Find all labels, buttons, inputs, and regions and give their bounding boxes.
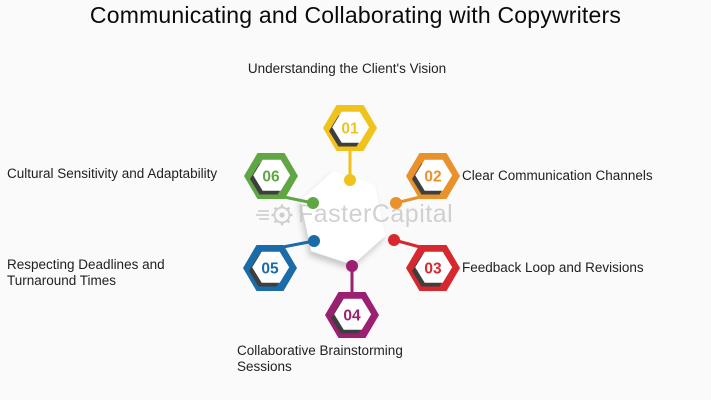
step-label-06: Cultural Sensitivity and Adaptability: [7, 166, 218, 181]
step-hexagon-02: 02: [390, 153, 460, 209]
step-number-05: 05: [261, 261, 279, 278]
connector-dot-03: [388, 234, 400, 246]
hex-face-03: [415, 251, 453, 283]
step-label-01: Understanding the Client's Vision: [247, 61, 447, 76]
step-label-02: Clear Communication Channels: [462, 168, 653, 183]
connector-dot-04: [346, 260, 358, 272]
step-hexagon-05: 05: [243, 235, 320, 291]
step-number-04: 04: [343, 308, 361, 325]
hex-face-05: [252, 251, 290, 283]
hex-face-02: [415, 159, 453, 191]
step-hexagon-01: 01: [323, 105, 377, 186]
center-hexagon: [300, 171, 386, 265]
step-hexagon-03: 03: [388, 234, 460, 291]
connector-dot-01: [344, 174, 356, 186]
watermark: FasterCapital: [256, 200, 453, 229]
hex-face-01: [332, 111, 370, 143]
hex-face-04: [334, 298, 372, 330]
step-label-03: Feedback Loop and Revisions: [462, 260, 644, 275]
watermark-text: FasterCapital: [298, 200, 454, 228]
step-number-06: 06: [262, 169, 280, 186]
gear-icon: [256, 204, 293, 225]
step-hexagon-04: 04: [325, 260, 379, 338]
step-number-02: 02: [424, 169, 441, 186]
page-title: Communicating and Collaborating with Cop…: [89, 2, 622, 28]
step-label-04: Collaborative Brainstorming Sessions: [237, 343, 403, 374]
step-number-03: 03: [424, 261, 442, 278]
connector-dot-05: [308, 235, 320, 247]
hex-face-06: [253, 159, 291, 191]
connector-dot-02: [390, 197, 402, 209]
connector-dot-06: [307, 197, 319, 209]
step-number-01: 01: [341, 121, 359, 138]
step-label-05: Respecting Deadlines and Turnaround Time…: [7, 257, 165, 288]
step-hexagon-06: 06: [244, 153, 319, 209]
